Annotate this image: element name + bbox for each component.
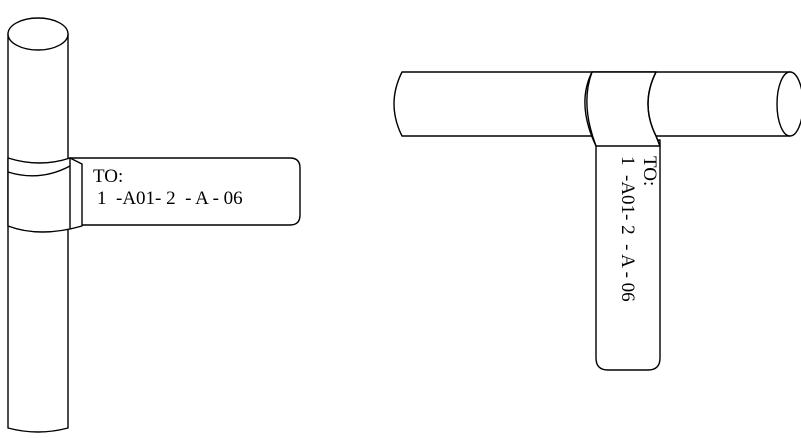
horizontal-tag-flag xyxy=(595,139,661,371)
vertical-pipe-figure: TO: 1 -A01- 2 - A - 06 xyxy=(7,17,301,433)
vertical-pipe-band xyxy=(7,157,83,233)
vertical-pipe-top-end xyxy=(7,17,69,51)
vertical-pipe-body xyxy=(7,33,69,433)
vertical-tag-label-id: 1 -A01- 2 - A - 06 xyxy=(97,188,243,209)
horizontal-band-fold-2 xyxy=(647,71,661,147)
horizontal-pipe-figure: TO: 1 -A01- 2 - A - 06 xyxy=(393,71,801,371)
vertical-tag-label-to: TO: xyxy=(93,166,123,187)
horizontal-tag-label-id: 1 -A01- 2 - A - 06 xyxy=(617,156,638,302)
horizontal-band-fold xyxy=(584,71,597,147)
horizontal-tag-label-to: TO: xyxy=(639,156,660,186)
horizontal-pipe-right-end xyxy=(776,71,801,137)
vertical-band-fold xyxy=(7,165,71,177)
